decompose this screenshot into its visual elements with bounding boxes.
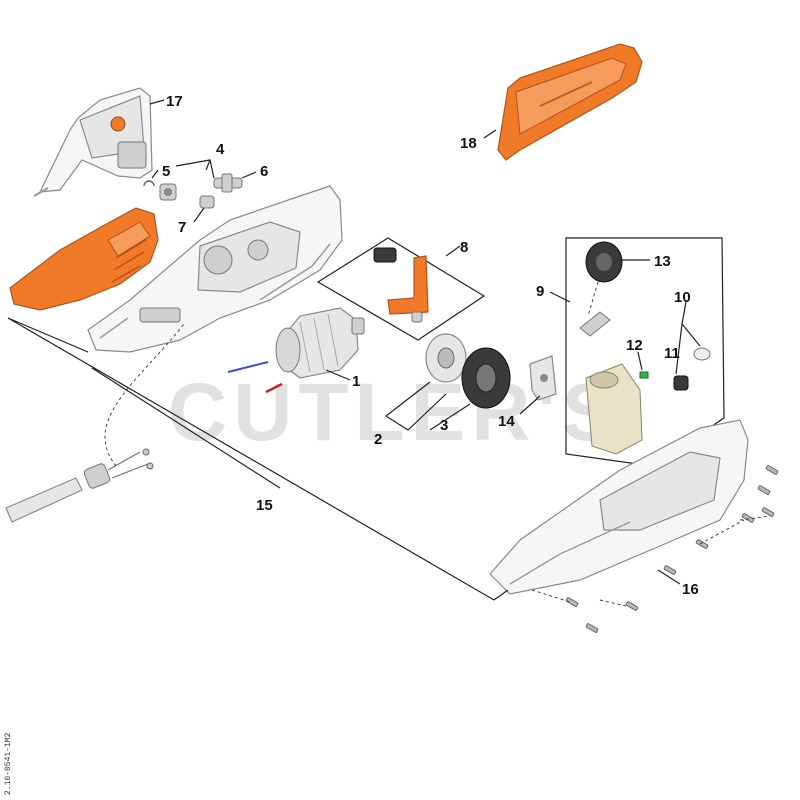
callout-8: 8 xyxy=(460,239,468,256)
callout-labels: 1 2 3 4 5 6 7 8 9 10 11 12 13 14 15 16 1… xyxy=(162,93,699,598)
leader-lines xyxy=(7,99,701,601)
callout-3: 3 xyxy=(440,417,448,434)
part-5-clip xyxy=(143,180,155,187)
part-8-switch-frame xyxy=(316,237,486,341)
callout-1: 1 xyxy=(352,373,360,390)
callout-11: 11 xyxy=(664,345,680,362)
left-housing-shell xyxy=(87,185,343,353)
callout-16: 16 xyxy=(682,581,699,598)
part-1-motor xyxy=(227,307,365,394)
drawing-reference-code: 2.10-0541-1M2 xyxy=(4,732,13,795)
part-17-sprocket-cover xyxy=(33,87,153,197)
part-7-washer xyxy=(199,195,215,209)
orange-motor-cover xyxy=(9,207,159,311)
callout-4: 4 xyxy=(216,141,225,158)
callout-18: 18 xyxy=(460,135,477,152)
callout-17: 17 xyxy=(166,93,183,110)
callout-5: 5 xyxy=(162,163,170,180)
part-14-bracket xyxy=(529,355,557,401)
callout-14: 14 xyxy=(498,413,515,430)
callout-15: 15 xyxy=(256,497,273,514)
part-4-nut xyxy=(159,183,177,201)
callout-7: 7 xyxy=(178,219,186,236)
callout-10: 10 xyxy=(674,289,691,306)
part-6-bolt xyxy=(213,173,243,193)
part-2-drive-hub xyxy=(425,333,467,383)
power-cord xyxy=(5,323,185,523)
part-9-oil-pump-assembly xyxy=(565,237,725,467)
part-16-right-housing xyxy=(489,419,749,595)
callout-6: 6 xyxy=(260,163,268,180)
part-18-chain-guard xyxy=(497,43,643,161)
callout-12: 12 xyxy=(626,337,643,354)
part-3-sprocket xyxy=(461,347,511,409)
callout-9: 9 xyxy=(536,283,544,300)
callout-13: 13 xyxy=(654,253,671,270)
callout-2: 2 xyxy=(374,431,382,448)
housing-screws xyxy=(531,465,779,633)
